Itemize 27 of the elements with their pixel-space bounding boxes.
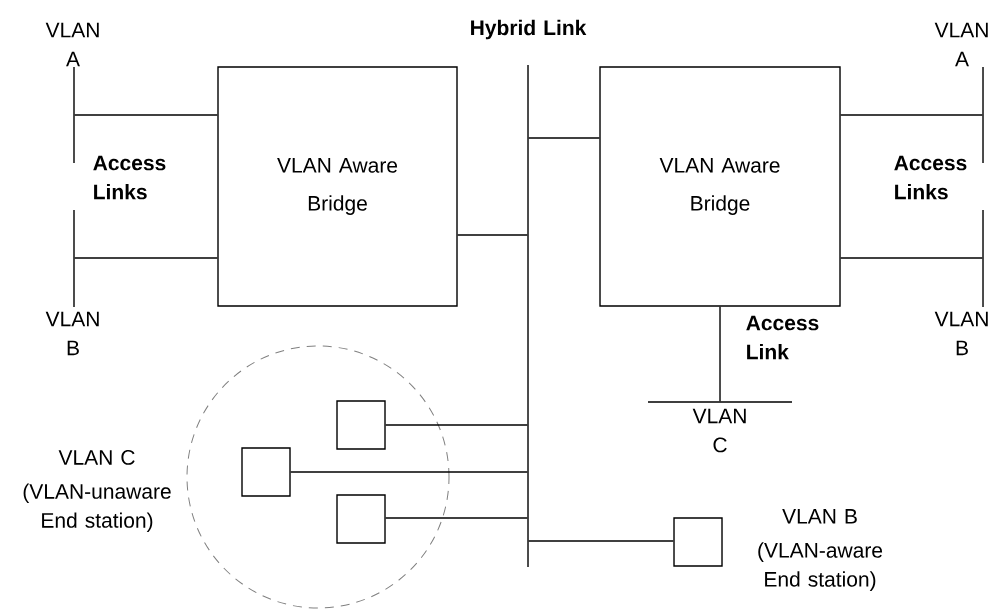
network-segment: VLAN C	[647, 401, 793, 453]
link-line	[840, 114, 983, 116]
network-segment: VLAN B	[934, 209, 988, 356]
link-line	[74, 114, 218, 116]
link-line	[528, 137, 600, 139]
bridge-box: VLAN Aware Bridge	[599, 66, 841, 307]
link-line	[385, 424, 528, 426]
network-segment: VLAN B	[45, 209, 99, 356]
link-label: Access Links	[93, 155, 166, 200]
link-line	[290, 471, 528, 473]
bridge-box: VLAN Aware Bridge	[217, 66, 458, 307]
link-label: Access Links	[894, 155, 967, 200]
group-circle	[186, 345, 450, 609]
link-line	[528, 540, 674, 542]
hybrid-link-line: Hybrid Link	[471, 19, 587, 568]
link-line	[74, 257, 218, 259]
station-label: VLAN C (VLAN-unaware End station)	[23, 450, 171, 532]
station-box	[336, 400, 386, 450]
station-label: VLAN B (VLAN-aware End station)	[758, 509, 883, 591]
link-line	[719, 306, 721, 402]
station-box	[673, 517, 723, 567]
link-line	[457, 234, 528, 236]
link-line	[840, 257, 983, 259]
station-box	[336, 494, 386, 544]
link-line	[385, 517, 528, 519]
link-label: Access Link	[746, 315, 819, 360]
station-box	[241, 447, 291, 497]
